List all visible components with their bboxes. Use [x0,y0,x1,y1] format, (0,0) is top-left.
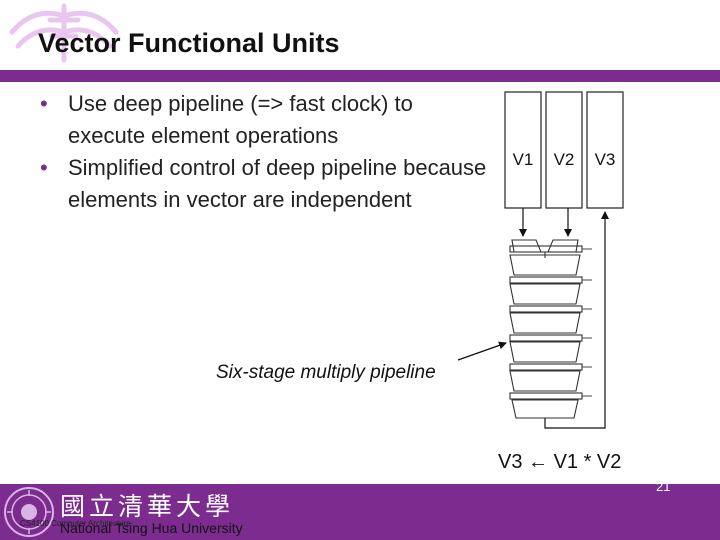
title-underline-bar [0,70,720,82]
bullet-text: Simplified control of deep pipeline beca… [68,155,487,212]
vector-register-v1: V1 [504,91,542,209]
pipeline-latch-1 [509,245,583,253]
pipeline-stage-2 [509,283,581,305]
register-label-v1: V1 [513,150,534,169]
pipeline-latch-2 [509,276,583,284]
course-label: CS4100 Computer Architecture [20,519,131,528]
multiply-pipeline [509,239,592,419]
bullet-text: Use deep pipeline (=> fast clock) to exe… [68,91,413,148]
register-label-v3: V3 [595,150,616,169]
register-box-v2 [545,91,583,209]
pipeline-latch-3 [509,305,583,313]
university-seal-icon [4,487,54,537]
bullet-item: • Use deep pipeline (=> fast clock) to e… [38,88,488,152]
university-name-english: National Tsing Hua University [60,520,243,536]
bullet-dot-icon: • [40,155,48,180]
pipeline-stage-1 [509,254,581,276]
university-name-chinese: 國立清華大學 [60,492,235,521]
bullet-list: • Use deep pipeline (=> fast clock) to e… [38,88,488,216]
vector-register-v2: V2 [545,91,583,209]
slide-title: Vector Functional Units [38,28,340,58]
vector-register-v3: V3 [586,91,624,209]
register-box-v3 [586,91,624,209]
footer-bar [0,484,720,540]
bullet-dot-icon: • [40,91,48,116]
result-return-arrow-to-v3 [544,211,609,429]
pipeline-latch-4 [509,334,583,342]
pipeline-latch-5 [509,363,583,371]
vector-multiply-formula: V3 ← V1 * V2 [498,451,622,473]
clock-ticks [582,248,592,397]
bullet-item: • Simplified control of deep pipeline be… [38,152,488,216]
university-logo-watermark [9,3,119,63]
pipeline-stage-3 [509,312,581,334]
pipeline-stage-4 [509,341,581,363]
pipeline-caption: Six-stage multiply pipeline [216,362,436,383]
caption-pointer-arrow [457,341,507,361]
pipeline-stage-6 [511,399,579,419]
page-number: 21 [656,479,671,494]
pipeline-stage-5 [509,370,581,392]
pipeline-latch-6 [509,392,583,400]
register-label-v2: V2 [554,150,575,169]
